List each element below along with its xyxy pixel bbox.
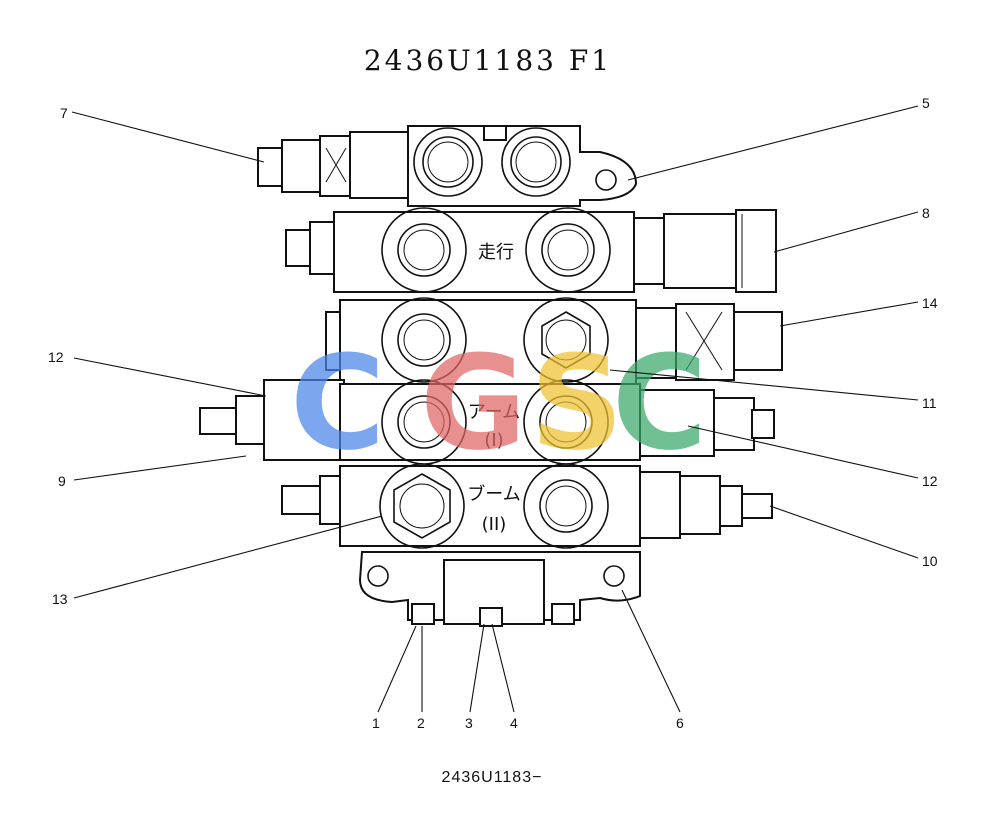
callout-14: 14 [922, 295, 938, 311]
watermark-letter-s: S [530, 327, 624, 479]
callout-12-right: 12 [922, 473, 938, 489]
top-section [257, 125, 638, 207]
travel-label: 走行 [478, 242, 514, 263]
callout-13: 13 [52, 591, 68, 607]
callout-4: 4 [510, 715, 518, 731]
leader-lines [71, 105, 919, 713]
boom-label: ブーム [467, 483, 520, 505]
callout-12-left: 12 [48, 349, 64, 365]
boom-sub-label: (II) [482, 514, 507, 535]
arm-section: アーム (I) [199, 379, 775, 465]
callout-7: 7 [60, 105, 68, 121]
watermark-letter-g: G [420, 327, 527, 479]
callout-11: 11 [922, 395, 937, 411]
callout-numbers: 7 5 8 14 12 11 9 12 10 13 1 2 3 4 6 [48, 95, 938, 731]
callout-5: 5 [922, 95, 930, 111]
callout-6: 6 [676, 715, 684, 731]
drawing-title: 2436U1183 F1 [364, 44, 612, 77]
callout-10: 10 [922, 553, 938, 569]
arm-label: アーム [468, 402, 520, 423]
callout-2: 2 [417, 715, 425, 731]
callout-8: 8 [922, 205, 930, 221]
callout-1: 1 [372, 715, 380, 731]
watermark-letter-c1: C [290, 327, 385, 479]
watermark: C G S C [290, 327, 707, 479]
drawing-caption: 2436U1183− [442, 769, 543, 786]
arm-sub-label: (I) [484, 430, 503, 451]
bottom-section [358, 551, 641, 627]
middle-section [325, 297, 783, 385]
boom-section: ブーム (II) [281, 463, 773, 549]
callout-3: 3 [465, 715, 473, 731]
callout-9: 9 [58, 473, 66, 489]
travel-section: 走行 [285, 207, 777, 293]
watermark-letter-c2: C [612, 327, 707, 479]
